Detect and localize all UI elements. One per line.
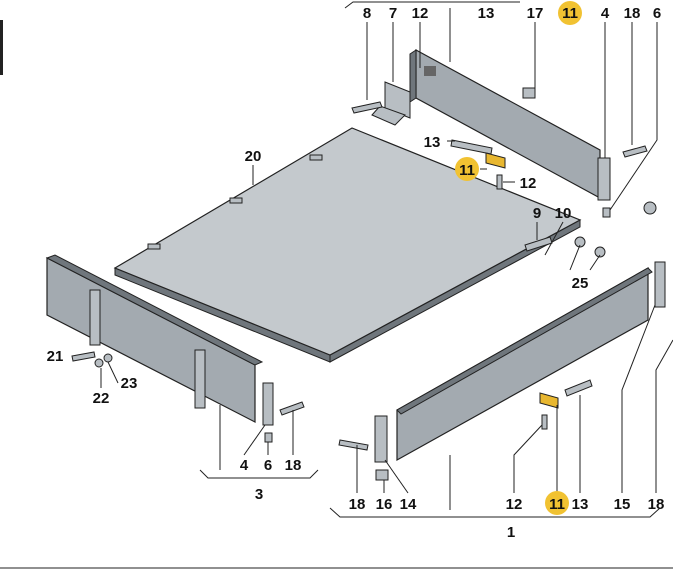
callout-6: 6 — [653, 5, 661, 22]
callout-12: 12 — [520, 175, 537, 192]
callout-1: 1 — [507, 524, 515, 541]
callout-14: 14 — [400, 496, 417, 513]
callout-18: 18 — [624, 5, 641, 22]
hardware — [71, 81, 666, 481]
front-panel-1 — [396, 266, 653, 462]
callout-8: 8 — [363, 5, 371, 22]
callout-11: 11 — [549, 496, 565, 513]
callout-25: 25 — [572, 275, 589, 292]
callout-10: 10 — [555, 205, 572, 222]
callout-3: 3 — [255, 486, 263, 503]
callout-12: 12 — [412, 5, 429, 22]
callout-4: 4 — [601, 5, 610, 22]
highlight-11-middle — [455, 157, 479, 181]
callout-18: 18 — [349, 496, 366, 513]
bracket-3 — [199, 469, 319, 479]
bracket-1 — [329, 507, 661, 518]
callout-4: 4 — [240, 457, 249, 474]
callout-20: 20 — [245, 148, 262, 165]
callout-16: 16 — [376, 496, 393, 513]
callout-15: 15 — [614, 496, 631, 513]
callout-11: 11 — [562, 5, 578, 22]
highlight-11-bottom — [545, 491, 569, 515]
callout-13: 13 — [424, 134, 441, 151]
left-edge-bar — [0, 20, 3, 75]
callout-9: 9 — [533, 205, 541, 222]
top-bracket — [344, 1, 520, 9]
callout-21: 21 — [47, 348, 64, 365]
side-panel-3 — [45, 254, 264, 423]
callout-17: 17 — [527, 5, 544, 22]
floor-panel-20 — [113, 127, 582, 363]
callout-13: 13 — [478, 5, 495, 22]
callout-13: 13 — [572, 496, 589, 513]
highlight-11-top — [558, 1, 582, 25]
callout-labels: 8 7 12 13 17 11 4 18 6 20 13 11 12 9 10 … — [47, 5, 665, 541]
callout-11: 11 — [459, 162, 475, 179]
leader-lines — [100, 8, 673, 510]
callout-7: 7 — [389, 5, 397, 22]
callout-18: 18 — [648, 496, 665, 513]
callout-18: 18 — [285, 457, 302, 474]
callout-12: 12 — [506, 496, 523, 513]
callout-6: 6 — [264, 457, 272, 474]
callout-22: 22 — [93, 390, 110, 407]
callout-23: 23 — [121, 375, 138, 392]
